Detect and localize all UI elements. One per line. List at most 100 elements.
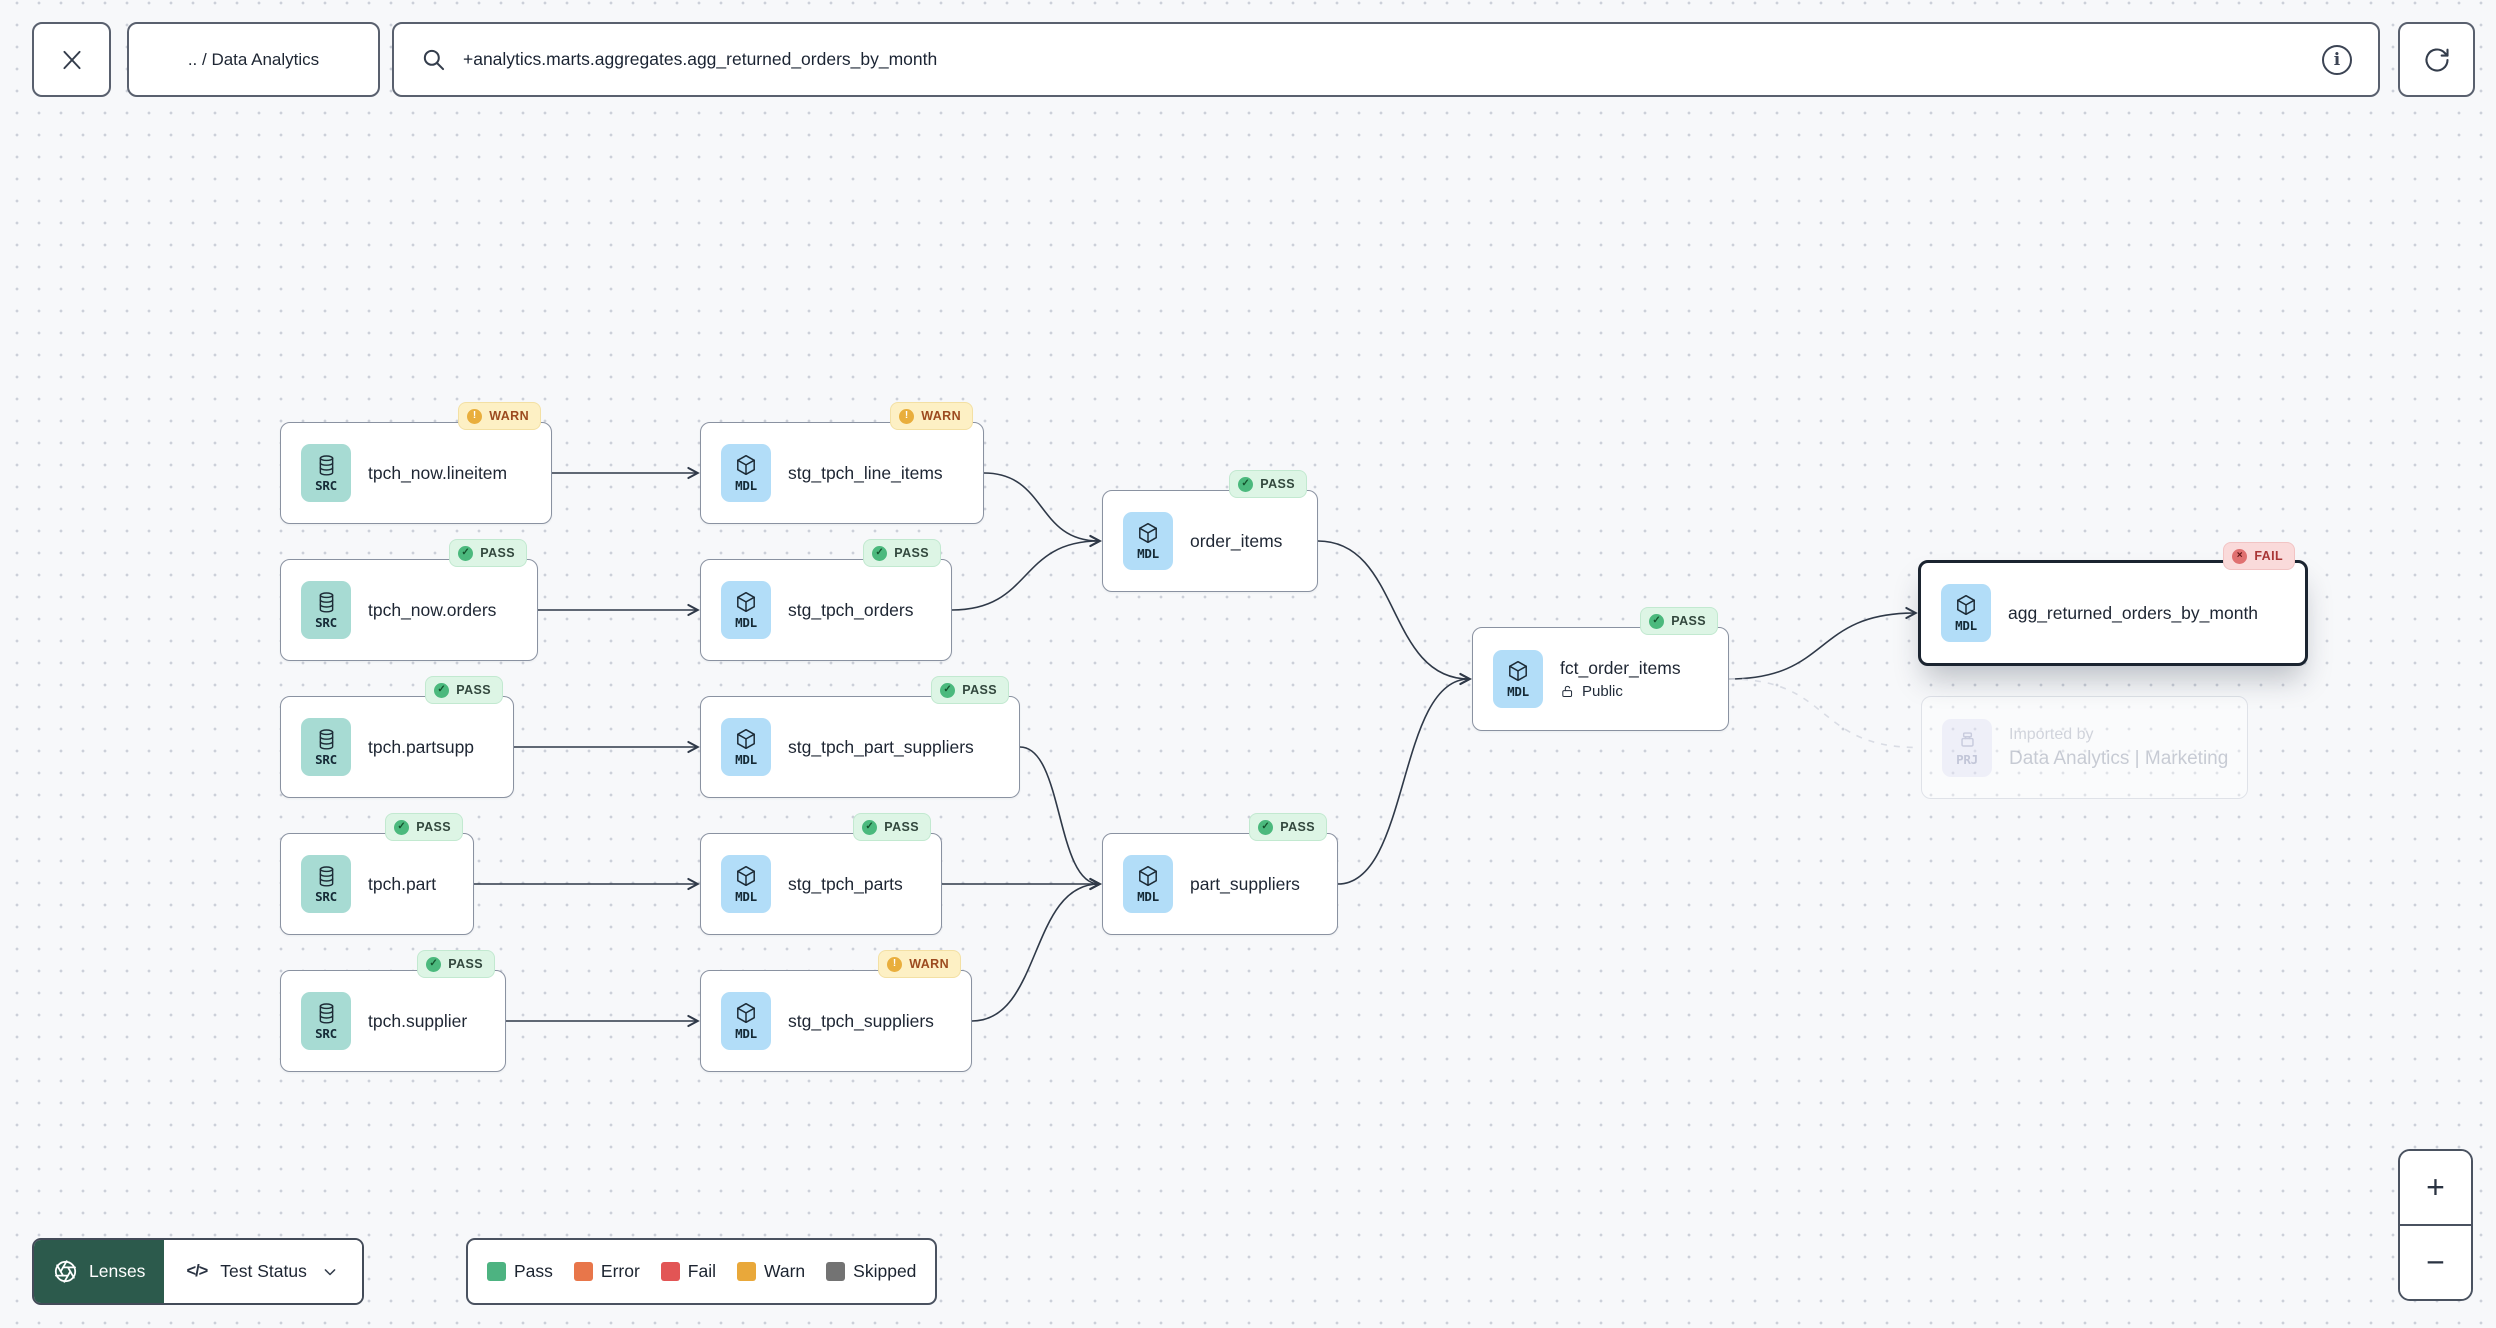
status-badge-label: FAIL	[2254, 549, 2283, 563]
database-icon: SRC	[301, 718, 351, 776]
node-kind-label: SRC	[315, 614, 337, 630]
breadcrumb-label: .. / Data Analytics	[187, 49, 320, 69]
pass-status-icon: ✓	[1238, 476, 1254, 492]
node-kind-label: MDL	[1137, 546, 1159, 561]
node-kind-label: MDL	[735, 1026, 757, 1041]
info-icon[interactable]: i	[2322, 44, 2352, 75]
node-labels: agg_returned_orders_by_month	[2008, 603, 2258, 624]
lenses-button[interactable]: Lenses	[34, 1240, 165, 1303]
status-badge-label: PASS	[456, 683, 491, 697]
node-label: order_items	[1190, 530, 1283, 551]
node-label: agg_returned_orders_by_month	[2008, 602, 2259, 623]
warn-status-icon: !	[887, 956, 903, 972]
node-labels: order_items	[1190, 531, 1282, 552]
status-badge-warn: !WARN	[890, 402, 973, 430]
node-label: stg_tpch_orders	[788, 599, 914, 620]
warn-status-icon: !	[899, 408, 915, 424]
aperture-icon	[54, 1260, 77, 1283]
node-label: stg_tpch_suppliers	[788, 1010, 934, 1031]
visibility-label: Public	[1582, 683, 1623, 700]
node-label: Data Analytics | Marketing	[2009, 747, 2229, 769]
search-input[interactable]: +analytics.marts.aggregates.agg_returned…	[463, 49, 938, 69]
project-icon: PRJ	[1942, 718, 1992, 777]
node-label: tpch.partsupp	[368, 736, 475, 757]
zoom-in-button[interactable]: +	[2400, 1151, 2471, 1226]
code-icon: </>	[186, 1262, 208, 1280]
pass-status-icon: ✓	[872, 545, 888, 561]
edge-stg_tpch_part_suppliers-to-part_suppliers	[1019, 746, 1102, 891]
graph-node-tpch.part[interactable]: ✓PASS SRC tpch.part	[280, 813, 474, 935]
close-button[interactable]	[32, 22, 111, 97]
legend-item-fail: Fail	[660, 1261, 716, 1282]
status-badge-label: WARN	[489, 409, 529, 423]
breadcrumb[interactable]: .. / Data Analytics	[127, 22, 380, 97]
node-kind-label: SRC	[315, 1025, 337, 1041]
node-label: tpch_now.orders	[368, 599, 497, 620]
legend-label: Warn	[764, 1261, 806, 1281]
node-kind-label: MDL	[735, 478, 757, 493]
graph-node-tpch.supplier[interactable]: ✓PASS SRC tpch.supplier	[280, 950, 506, 1072]
node-label: part_suppliers	[1190, 873, 1300, 894]
database-icon: SRC	[301, 992, 351, 1050]
database-icon: SRC	[301, 444, 351, 502]
pass-status-icon: ✓	[458, 545, 474, 561]
node-labels: stg_tpch_orders	[788, 600, 914, 621]
search-bar[interactable]: +analytics.marts.aggregates.agg_returned…	[392, 22, 2380, 97]
lens-selector-dropdown[interactable]: </> Test Status	[164, 1240, 362, 1303]
node-kind-label: MDL	[1955, 618, 1977, 633]
chevron-down-icon	[324, 1268, 336, 1275]
status-badge-label: PASS	[962, 683, 997, 697]
graph-node-tpch_now.lineitem[interactable]: ! WARN SRC tpch_now.lineitem	[280, 402, 552, 524]
lenses-label: Lenses	[89, 1261, 146, 1281]
status-badge-label: PASS	[448, 957, 483, 971]
node-labels: stg_tpch_suppliers	[788, 1011, 934, 1032]
node-label: fct_order_items	[1560, 658, 1681, 678]
node-label: stg_tpch_parts	[788, 873, 903, 894]
refresh-icon	[2425, 47, 2449, 72]
legend-swatch-pass	[487, 1262, 506, 1281]
pass-status-icon: ✓	[1649, 613, 1665, 629]
refresh-button[interactable]	[2398, 22, 2475, 97]
node-labels: tpch.supplier	[368, 1011, 467, 1032]
node-kind-label: PRJ	[1956, 752, 1978, 767]
legend-swatch-warn	[737, 1262, 756, 1281]
pass-status-icon: ✓	[1258, 819, 1274, 835]
node-labels: part_suppliers	[1190, 874, 1300, 895]
legend-label: Error	[600, 1261, 640, 1281]
warn-status-icon: !	[467, 408, 483, 424]
node-label: tpch.part	[368, 873, 437, 894]
cube-icon: MDL	[721, 855, 771, 913]
legend-item-error: Error	[573, 1261, 640, 1282]
graph-node-stg_tpch_line_items[interactable]: !WARN MDL stg_tpch_line_items	[700, 402, 984, 524]
node-kind-label: MDL	[735, 752, 757, 767]
node-labels: tpch.partsupp	[368, 737, 474, 758]
node-labels: stg_tpch_line_items	[788, 463, 943, 484]
database-icon: SRC	[301, 581, 351, 639]
status-badge-pass: ✓PASS	[385, 813, 463, 841]
node-labels: tpch_now.lineitem	[368, 463, 507, 484]
database-icon: SRC	[301, 855, 351, 913]
status-badge-pass: ✓PASS	[1640, 607, 1718, 635]
status-badge-pass: ✓PASS	[1249, 813, 1327, 841]
node-kind-label: MDL	[1507, 684, 1529, 699]
cube-icon: MDL	[1493, 650, 1543, 708]
status-badge-pass: ✓PASS	[417, 950, 495, 978]
legend-label: Fail	[687, 1261, 716, 1281]
edge-stg_tpch_orders-to-order_items	[951, 534, 1102, 611]
pass-status-icon: ✓	[862, 819, 878, 835]
cube-icon: MDL	[721, 444, 771, 502]
zoom-out-button[interactable]: −	[2400, 1226, 2471, 1299]
